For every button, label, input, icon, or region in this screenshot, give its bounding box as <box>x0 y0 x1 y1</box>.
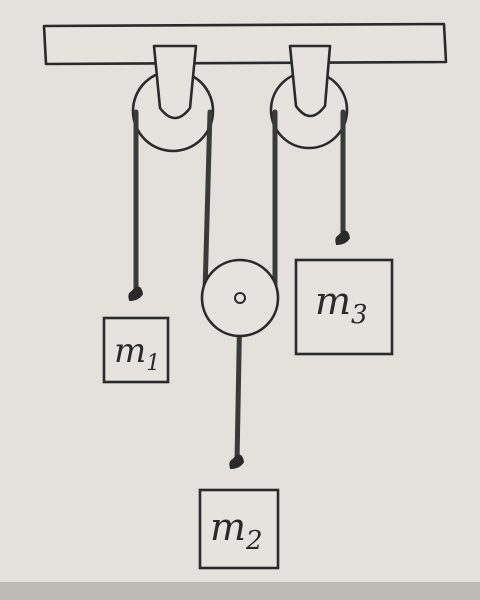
mass-m1: m1 <box>102 316 170 384</box>
left-pulley-bracket <box>152 44 198 120</box>
knot-m1 <box>128 286 144 302</box>
movable-pulley <box>200 258 280 338</box>
ceiling-beam <box>42 22 448 66</box>
mass-m2: m2 <box>198 488 280 570</box>
mass-m2-label: m2 <box>210 505 263 556</box>
mass-m3-label: m3 <box>315 279 368 330</box>
mass-m3: m3 <box>294 258 394 356</box>
movable-pulley-axle <box>234 292 246 304</box>
mass-m1-box <box>102 316 170 384</box>
page-bottom-shadow <box>0 582 480 600</box>
knot-m3 <box>335 230 351 246</box>
rope-left-to-movable-pulley <box>202 109 213 295</box>
knot-m2 <box>229 454 245 470</box>
mass-m2-box <box>198 488 280 570</box>
right-fixed-pulley <box>269 44 349 150</box>
mass-m3-box <box>294 258 394 356</box>
right-pulley-bracket <box>288 44 332 118</box>
mass-m1-label: m1 <box>114 331 160 376</box>
left-fixed-pulley <box>131 44 215 153</box>
